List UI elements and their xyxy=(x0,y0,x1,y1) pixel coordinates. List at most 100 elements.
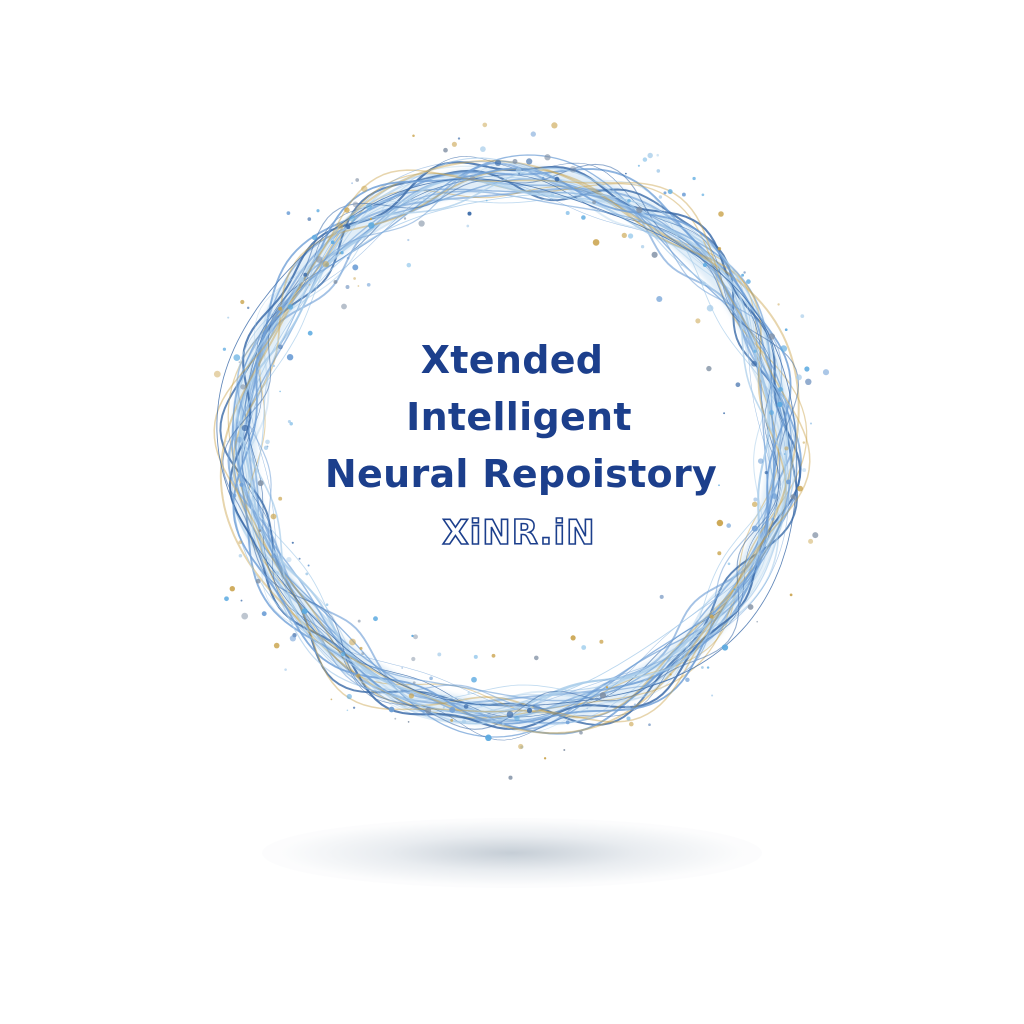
ring-node xyxy=(741,273,745,277)
ring-node xyxy=(756,620,758,623)
ring-node xyxy=(357,285,360,287)
ring-node xyxy=(277,344,283,350)
ring-node xyxy=(743,271,746,274)
ring-node xyxy=(656,169,661,173)
ring-node xyxy=(790,494,796,499)
ring-node xyxy=(240,299,245,305)
ring-node xyxy=(701,281,706,286)
ring-node xyxy=(449,706,456,713)
ring-node xyxy=(771,517,775,521)
ring-node xyxy=(270,554,276,559)
ring-node xyxy=(569,166,577,173)
ring-node xyxy=(685,677,690,683)
ring-node xyxy=(303,272,308,277)
ring-node xyxy=(530,131,536,137)
ring-node xyxy=(457,137,461,140)
ring-node xyxy=(627,233,634,239)
ring-node xyxy=(346,709,349,712)
ring-node xyxy=(298,557,301,560)
ring-node xyxy=(272,364,275,368)
ring-node xyxy=(450,718,454,722)
ring-node xyxy=(599,639,604,644)
ring-node xyxy=(353,277,356,280)
ring-node xyxy=(263,445,269,450)
ring-strand xyxy=(216,178,798,707)
ring-node xyxy=(411,656,416,662)
ring-node xyxy=(518,743,524,750)
ring-node xyxy=(702,262,708,268)
ring-node xyxy=(346,225,351,230)
ring-node xyxy=(372,200,375,203)
ring-node xyxy=(599,692,607,699)
ring-node xyxy=(786,479,791,485)
ring-node xyxy=(605,686,609,689)
ring-strand xyxy=(232,192,789,706)
ring-node xyxy=(341,303,347,310)
ring-node xyxy=(656,295,663,303)
ring-node xyxy=(746,279,751,284)
ring-node xyxy=(796,374,802,381)
ring-node xyxy=(747,604,754,610)
ring-node xyxy=(514,715,520,722)
ring-node xyxy=(412,134,415,137)
ring-node xyxy=(805,378,812,386)
ring-node xyxy=(658,195,663,199)
ring-node xyxy=(289,635,297,642)
ring-node xyxy=(717,269,720,271)
ring-node xyxy=(346,693,352,700)
ring-node xyxy=(563,749,566,751)
ring-strand xyxy=(241,160,790,717)
ring-node xyxy=(506,711,514,718)
ring-node xyxy=(667,189,673,195)
ring-node xyxy=(275,571,280,576)
ring-node xyxy=(802,468,807,473)
ring-strand xyxy=(231,154,793,738)
ring-node xyxy=(793,497,797,501)
ring-node xyxy=(394,717,397,720)
ring-node xyxy=(637,164,640,167)
ring-node xyxy=(278,306,283,311)
ring-node xyxy=(718,484,720,487)
ring-node xyxy=(299,284,301,286)
ring-node xyxy=(286,211,291,215)
ring-node xyxy=(802,441,806,444)
ring-node xyxy=(768,333,775,340)
ring-node xyxy=(471,676,477,683)
ring-node xyxy=(706,304,714,312)
ring-node xyxy=(706,365,712,372)
ring-node xyxy=(780,345,788,352)
ring-node xyxy=(307,330,313,336)
ring-node xyxy=(315,256,323,263)
ring-node xyxy=(422,197,425,200)
ring-node xyxy=(412,681,416,685)
ring-strands xyxy=(213,154,811,741)
ring-node xyxy=(526,158,533,165)
ring-node xyxy=(233,354,241,361)
ring-node xyxy=(751,525,758,532)
ring-node xyxy=(305,572,309,576)
ring-node xyxy=(565,211,570,215)
ring-nodes xyxy=(213,122,830,780)
ring-node xyxy=(570,635,576,641)
ring-node xyxy=(224,596,229,602)
ring-node xyxy=(592,200,596,205)
ring-node xyxy=(482,122,488,128)
ring-node xyxy=(270,513,277,520)
ring-node xyxy=(771,493,778,499)
ring-node xyxy=(356,673,361,678)
ring-node xyxy=(663,191,667,195)
ring-node xyxy=(789,593,793,597)
ring-node xyxy=(275,316,278,320)
ring-node xyxy=(518,172,521,175)
ring-node xyxy=(257,480,264,487)
ring-node xyxy=(238,540,243,545)
ring-node xyxy=(751,501,758,508)
ring-strand xyxy=(234,168,802,735)
ring-node xyxy=(544,154,551,161)
ring-strand xyxy=(232,190,792,702)
title-line-2: Intelligent xyxy=(406,395,632,439)
ring-node xyxy=(753,497,758,502)
ring-strand xyxy=(213,169,811,723)
ring-node xyxy=(621,232,627,239)
